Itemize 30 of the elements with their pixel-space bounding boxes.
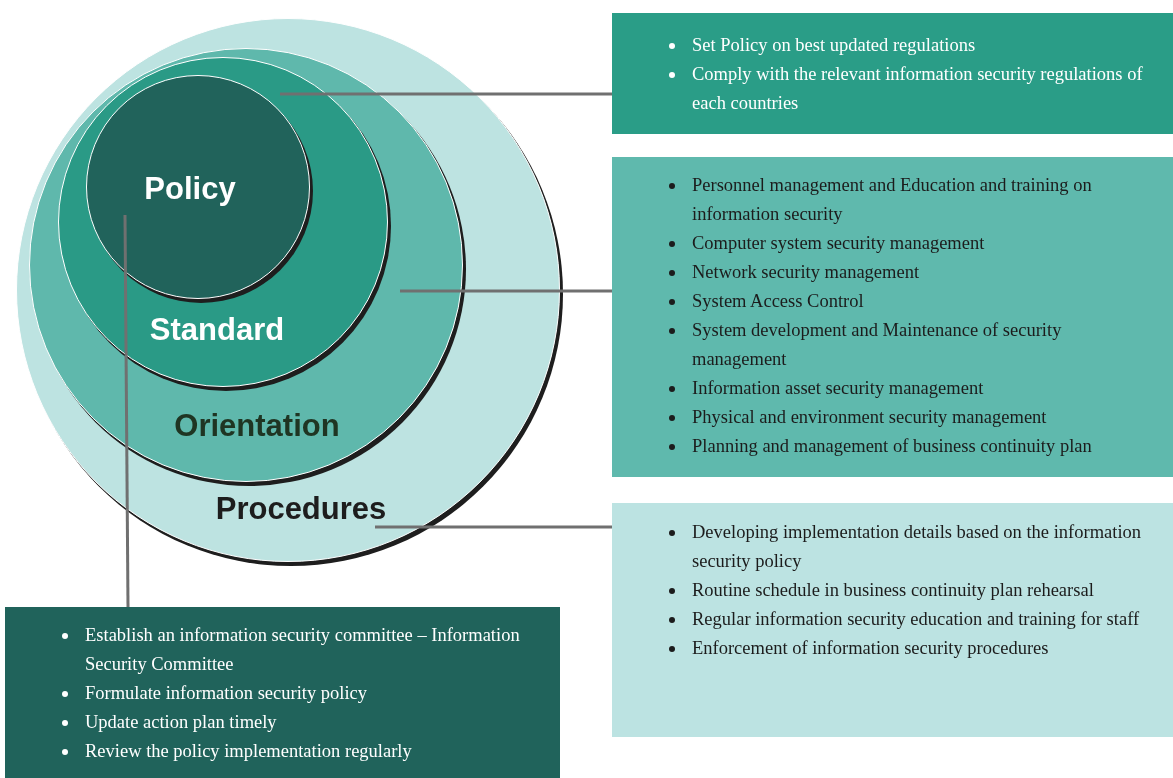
- bullet-item: Establish an information security committee – Information Security Committee: [85, 624, 521, 676]
- bullet-item: Regular information security education and training for staff: [692, 608, 1141, 631]
- bullet-item: Physical and environment security management: [692, 406, 1048, 429]
- bullet-item: Review the policy implementation regularly: [85, 740, 413, 763]
- ring-label: Standard: [149, 312, 285, 348]
- leader-line: [123, 215, 130, 607]
- bullet-item: Network security management: [692, 261, 921, 284]
- bullet-list-box: [612, 503, 1173, 737]
- bullet-item: Developing implementation details based on the information security policy: [692, 521, 1143, 573]
- ring-label: Procedures: [215, 491, 387, 527]
- bullet-item: Computer system security management: [692, 232, 986, 255]
- bullet-item: Update action plan timely: [85, 711, 278, 734]
- bullet-item: Enforcement of information security procedures: [692, 637, 1050, 660]
- bullet-item: Planning and management of business continuity plan: [692, 435, 1093, 458]
- bullet-list-box: [612, 13, 1173, 134]
- bullet-item: Set Policy on best updated regulations: [692, 34, 977, 57]
- bullet-item: Personnel management and Education and training on information security: [692, 174, 1093, 226]
- bullet-item: Comply with the relevant information security regulations of each countries: [692, 63, 1144, 115]
- leader-line: [280, 92, 612, 96]
- bullet-item: System Access Control: [692, 290, 865, 313]
- leader-line: [375, 525, 612, 529]
- ring-label: Policy: [144, 171, 236, 207]
- bullet-item: System development and Maintenance of security management: [692, 319, 1063, 371]
- bullet-list-box: [612, 157, 1173, 477]
- bullet-list-box: [5, 607, 560, 778]
- ring-label: Orientation: [174, 408, 340, 444]
- bullet-item: Routine schedule in business continuity plan rehearsal: [692, 579, 1095, 602]
- bullet-item: Information asset security management: [692, 377, 985, 400]
- bullet-item: Formulate information security policy: [85, 682, 369, 705]
- leader-line: [400, 289, 612, 293]
